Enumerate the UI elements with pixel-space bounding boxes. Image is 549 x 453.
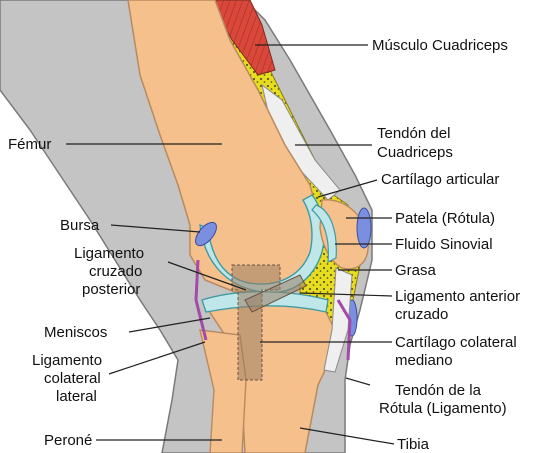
label-pcl-line2: cruzado — [89, 263, 142, 280]
label-articular-cartilage: Cartílago articular — [381, 171, 499, 188]
label-patella: Patela (Rótula) — [395, 210, 495, 227]
label-quadriceps-tendon-line2: Cuadriceps — [377, 144, 453, 161]
label-fat: Grasa — [395, 262, 437, 279]
label-synovial-fluid: Fluido Sinovial — [395, 236, 493, 253]
label-mcl-line2: mediano — [395, 352, 453, 369]
label-patellar-tendon-line1: Tendón de la — [395, 382, 482, 399]
label-quadriceps-muscle: Músculo Cuadriceps — [372, 37, 508, 54]
label-menisci: Meniscos — [44, 324, 107, 341]
label-quadriceps-tendon-line1: Tendón del — [377, 125, 450, 142]
label-lcl-line3: lateral — [56, 388, 97, 405]
label-pcl-line3: posterior — [82, 281, 140, 298]
label-pcl-line1: Ligamento — [74, 245, 144, 262]
label-lcl-line1: Ligamento — [32, 352, 102, 369]
label-acl-line1: Ligamento anterior — [395, 288, 520, 305]
label-patellar-tendon-line2: Rótula (Ligamento) — [379, 400, 507, 417]
label-mcl-line1: Cartílago colateral — [395, 334, 517, 351]
label-femur: Fémur — [8, 136, 51, 153]
label-lcl-line2: colateral — [44, 370, 101, 387]
label-acl-line2: cruzado — [395, 306, 448, 323]
leader-patellar-tendon — [346, 378, 370, 385]
label-fibula: Peroné — [44, 432, 92, 449]
label-bursa: Bursa — [60, 217, 100, 234]
bursa-front — [357, 208, 371, 248]
label-tibia: Tibia — [397, 436, 430, 453]
